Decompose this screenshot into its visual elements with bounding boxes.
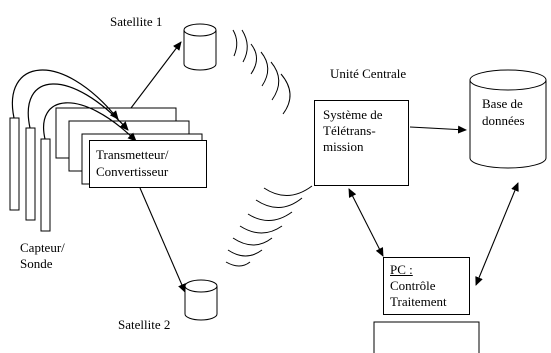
arrow-to-satellite-1 xyxy=(130,41,182,109)
satellite-2-cylinder xyxy=(184,279,218,321)
arrow-database-pc xyxy=(475,182,519,286)
teletransmission-box xyxy=(314,100,409,186)
probe-2 xyxy=(25,127,36,221)
arrows xyxy=(130,41,519,293)
probe-1 xyxy=(9,117,20,211)
pc-label-line2: Contrôle xyxy=(390,278,436,293)
radio-waves-satellite-1 xyxy=(232,29,291,115)
satellite-1-cylinder xyxy=(183,23,217,71)
sensor-label-line1: Capteur/ xyxy=(20,240,65,255)
pc-monitor-base xyxy=(373,321,480,353)
satellite-1-label: Satellite 1 xyxy=(110,14,163,29)
pc-label-line3: Traitement xyxy=(390,294,447,309)
probe-3 xyxy=(40,138,51,232)
pc-label: PC : xyxy=(390,262,413,277)
arrow-to-database xyxy=(409,125,467,134)
database-label-line1: Base de xyxy=(482,96,523,111)
sensor-cables xyxy=(11,69,137,142)
database-label-line2: données xyxy=(482,113,525,128)
teletrans-label-line1: Système de xyxy=(323,107,383,122)
central-unit-label: Unité Centrale xyxy=(330,66,407,81)
radio-waves-satellite-2 xyxy=(225,185,313,267)
transmitter-label-line1: Transmetteur/ xyxy=(96,147,169,162)
sensor-probes xyxy=(9,117,51,232)
teletrans-label-line3: mission xyxy=(323,139,364,154)
teletrans-label-line2: Télétrans- xyxy=(323,123,376,138)
arrow-to-satellite-2 xyxy=(139,187,186,293)
transmitter-label-line2: Convertisseur xyxy=(96,164,169,179)
arrow-teletrans-pc xyxy=(348,188,384,257)
transmitter-box xyxy=(89,140,207,188)
satellite-2-label: Satellite 2 xyxy=(118,317,171,332)
pc-box xyxy=(383,257,470,315)
database-cylinder xyxy=(469,69,547,169)
sensor-label-line2: Sonde xyxy=(20,256,53,271)
